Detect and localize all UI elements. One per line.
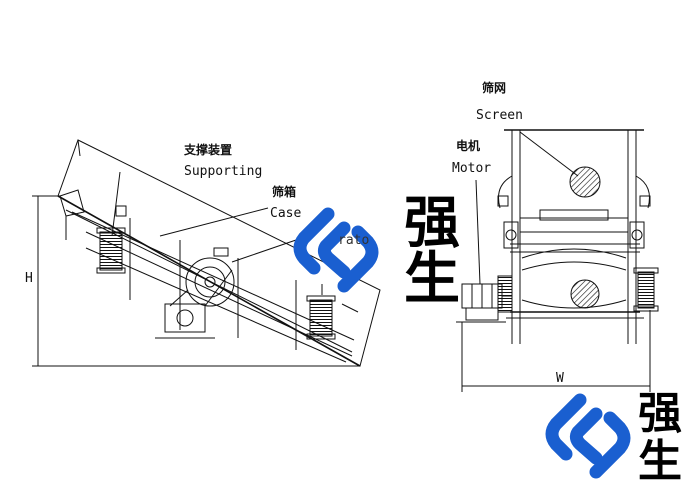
case-label-cn: 筛箱 (272, 185, 297, 199)
motor-leader (475, 179, 481, 285)
case-label-en: Case (270, 206, 302, 221)
corner-logo-text-line2: 生 (638, 436, 682, 487)
front-view (456, 129, 659, 392)
side-view (32, 139, 381, 367)
left-spring (99, 231, 123, 271)
corner-logo-icon (545, 393, 631, 479)
height-label: H (25, 271, 33, 286)
side-motor-base (164, 303, 206, 333)
width-label: W (556, 371, 564, 386)
supporting-leader (111, 171, 121, 237)
screen-mesh (569, 166, 601, 198)
right-spring (309, 299, 333, 337)
lower-mesh (570, 279, 600, 309)
motor-label-cn: 电机 (456, 139, 481, 153)
motor-label-en: Motor (452, 161, 492, 176)
watermark-text-line2: 生 (404, 247, 460, 312)
supporting-label-en: Supporting (184, 164, 263, 179)
corner-logo-text-line1: 强 (638, 388, 682, 439)
right-bearing (629, 221, 645, 249)
screen-leader (519, 131, 579, 177)
feed-inlet (59, 189, 85, 217)
watermark-logo-icon (293, 207, 379, 293)
supporting-label-cn: 支撑装置 (184, 143, 233, 157)
vibrator-label-partial: rato (338, 233, 370, 248)
vibrator-wheel (185, 257, 235, 307)
left-bearing (503, 221, 519, 249)
screen-label-en: Screen (476, 108, 523, 123)
watermark-text-line1: 强 (404, 191, 460, 256)
front-right-spring (637, 271, 655, 309)
screen-label-cn: 筛网 (482, 81, 507, 95)
case-leader (159, 207, 269, 237)
